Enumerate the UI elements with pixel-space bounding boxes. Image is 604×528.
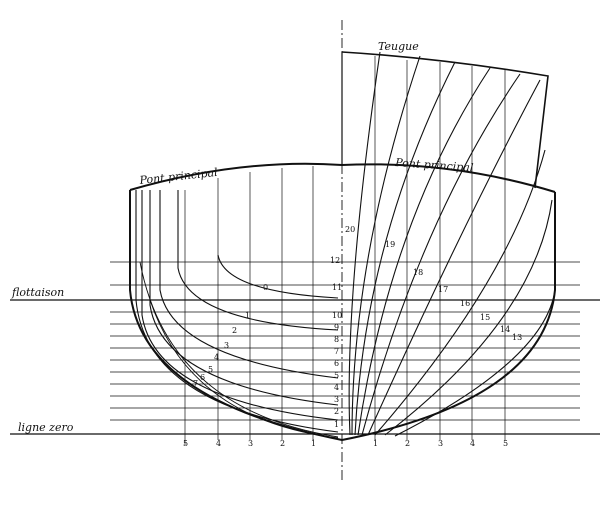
svg-text:7: 7	[334, 347, 339, 356]
svg-text:16: 16	[460, 299, 470, 308]
frames-left	[135, 190, 339, 439]
svg-text:10: 10	[332, 311, 342, 320]
svg-text:4: 4	[214, 353, 219, 362]
svg-text:4: 4	[470, 439, 475, 448]
svg-text:6: 6	[200, 373, 205, 382]
svg-text:1: 1	[373, 439, 378, 448]
svg-text:5: 5	[208, 365, 213, 374]
frames-right	[348, 51, 556, 437]
svg-text:13: 13	[512, 333, 522, 342]
svg-text:9: 9	[334, 323, 339, 332]
svg-text:7: 7	[193, 379, 198, 388]
svg-text:20: 20	[345, 225, 355, 234]
waterlines	[10, 261, 600, 435]
pont-principal-left-label: Pont principal	[138, 166, 219, 187]
svg-text:11: 11	[332, 283, 342, 292]
svg-text:18: 18	[413, 268, 423, 277]
svg-text:1: 1	[245, 311, 250, 320]
svg-text:4: 4	[216, 439, 221, 448]
frame-labels-left: 0 1 2 3 4 5 6 7	[193, 283, 268, 388]
svg-text:19: 19	[385, 240, 395, 249]
station-numbers-left: 5 4 3 2 1	[183, 439, 316, 448]
svg-text:3: 3	[224, 341, 229, 350]
svg-text:3: 3	[438, 439, 443, 448]
flottaison-label: flottaison	[11, 286, 64, 299]
svg-text:8: 8	[334, 335, 339, 344]
svg-text:4: 4	[334, 383, 339, 392]
pont-principal-right-label: Pont principal	[394, 156, 474, 175]
station-lines	[184, 56, 506, 445]
svg-text:0: 0	[263, 283, 268, 292]
svg-text:2: 2	[334, 407, 339, 416]
svg-text:1: 1	[334, 420, 339, 429]
svg-text:2: 2	[405, 439, 410, 448]
waterline-numbers: 1 2 3 4 5 6 7 8 9 10 11 12	[330, 256, 342, 429]
station-numbers-right: 1 2 3 4 5	[373, 439, 508, 448]
svg-text:1: 1	[311, 439, 316, 448]
ligne-zero-label: ligne zero	[18, 421, 74, 434]
teugue-label: Teugue	[378, 40, 419, 53]
svg-text:14: 14	[500, 325, 510, 334]
svg-text:5: 5	[503, 439, 508, 448]
frame-labels-right: 20 19 18 17 16 15 14 13	[345, 225, 522, 342]
svg-text:6: 6	[334, 359, 339, 368]
svg-text:3: 3	[248, 439, 253, 448]
svg-text:3: 3	[334, 395, 339, 404]
svg-text:17: 17	[438, 285, 448, 294]
svg-text:15: 15	[480, 313, 490, 322]
svg-text:5: 5	[183, 439, 188, 448]
svg-text:5: 5	[334, 371, 339, 380]
svg-text:2: 2	[232, 326, 237, 335]
svg-text:2: 2	[280, 439, 285, 448]
svg-text:12: 12	[330, 256, 340, 265]
